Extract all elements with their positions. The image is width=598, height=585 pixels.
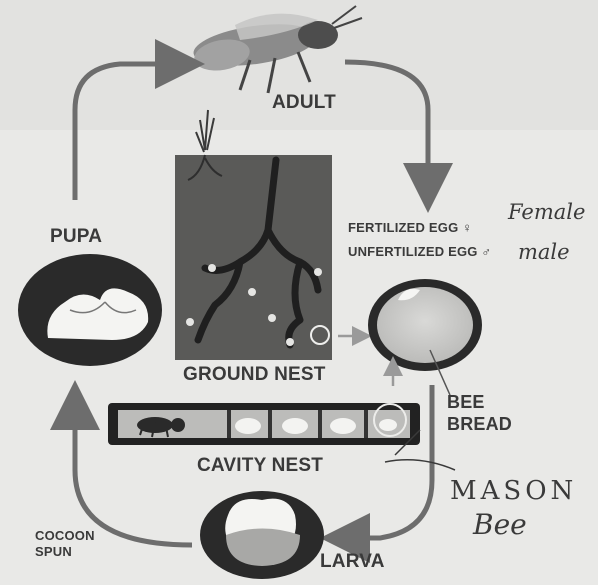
egg-on-bee-bread-illustration [368, 279, 482, 371]
handwritten-underline-stroke [385, 460, 455, 470]
fertilized-egg-label: FERTILIZED EGG ♀ [348, 220, 472, 235]
cocoon-spun-label-line2: SPUN [35, 544, 72, 559]
pupa-label: PUPA [50, 226, 102, 248]
bee-bread-label-line2: BREAD [447, 414, 512, 435]
pupa-illustration [18, 254, 162, 366]
ground-nest-illustration [175, 110, 332, 360]
adult-label: ADULT [272, 92, 336, 114]
cavity-nest-label: CAVITY NEST [197, 455, 323, 477]
unfertilized-egg-label: UNFERTILIZED EGG ♂ [348, 244, 491, 259]
handwritten-mason: MASON [450, 476, 577, 506]
bee-bread-label-line1: BEE [447, 392, 485, 413]
cavity-nest-illustration [108, 403, 420, 445]
cocoon-spun-label-line1: COCOON [35, 528, 95, 543]
larva-illustration [200, 491, 324, 579]
handwritten-male: male [518, 240, 570, 264]
handwritten-bee: Bee [473, 508, 527, 541]
larva-label: LARVA [320, 551, 385, 573]
handwritten-female: Female [508, 200, 585, 224]
ground-nest-label: GROUND NEST [183, 364, 326, 386]
